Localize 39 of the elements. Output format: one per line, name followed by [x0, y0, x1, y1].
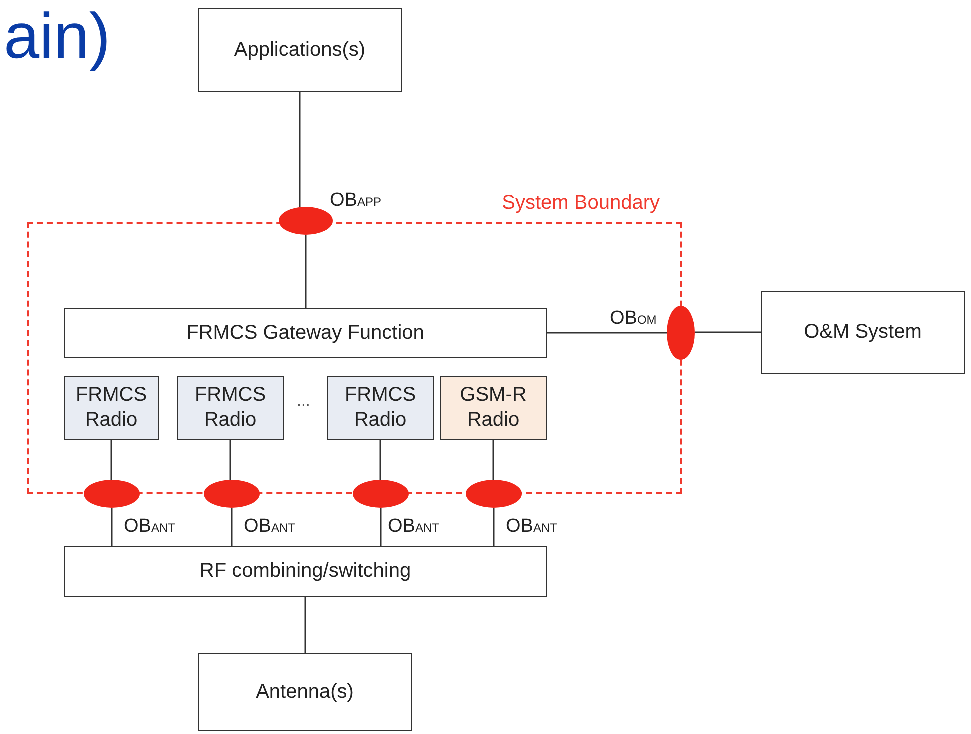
- node-label: Applications(s): [234, 38, 366, 62]
- connector-line: [492, 440, 494, 480]
- connector-line: [493, 508, 495, 546]
- connector-line: [110, 440, 112, 480]
- node-label: FRMCS Gateway Function: [186, 322, 424, 344]
- connector-line: [299, 92, 301, 207]
- connector-line: [380, 440, 382, 480]
- radio-box: [327, 376, 434, 440]
- connector-line: [230, 440, 232, 480]
- node-label: RF combining/switching: [200, 560, 412, 583]
- ellipsis: ...: [297, 394, 310, 410]
- radio-box: [440, 376, 547, 440]
- radio-box: [64, 376, 159, 440]
- radio-box: [177, 376, 284, 440]
- connector-line: [231, 508, 233, 546]
- node-label: Antenna(s): [256, 680, 354, 704]
- connector-line: [304, 597, 306, 653]
- interface-ellipse: [204, 480, 260, 508]
- process-box: [761, 291, 965, 374]
- connector-line: [695, 332, 761, 334]
- process-box: [198, 8, 402, 92]
- interface-ellipse: [279, 207, 333, 235]
- interface-ellipse: [466, 480, 522, 508]
- node-label: FRMCS Radio: [344, 383, 418, 433]
- interface-ellipse: [84, 480, 140, 508]
- node-label: O&M System: [804, 321, 922, 344]
- interface-ellipse: [353, 480, 409, 508]
- node-label: FRMCS Radio: [194, 383, 268, 433]
- connector-line: [547, 332, 667, 334]
- boundary-label: System Boundary: [502, 192, 660, 215]
- connector-line: [111, 508, 113, 546]
- node-label: FRMCS Radio: [74, 383, 148, 433]
- process-box: [64, 308, 547, 358]
- node-label: GSM-R Radio: [459, 383, 528, 433]
- process-box: [198, 653, 412, 731]
- interface-ellipse: [667, 306, 695, 360]
- connector-line: [305, 235, 307, 308]
- process-box: [64, 546, 547, 597]
- connector-line: [380, 508, 382, 546]
